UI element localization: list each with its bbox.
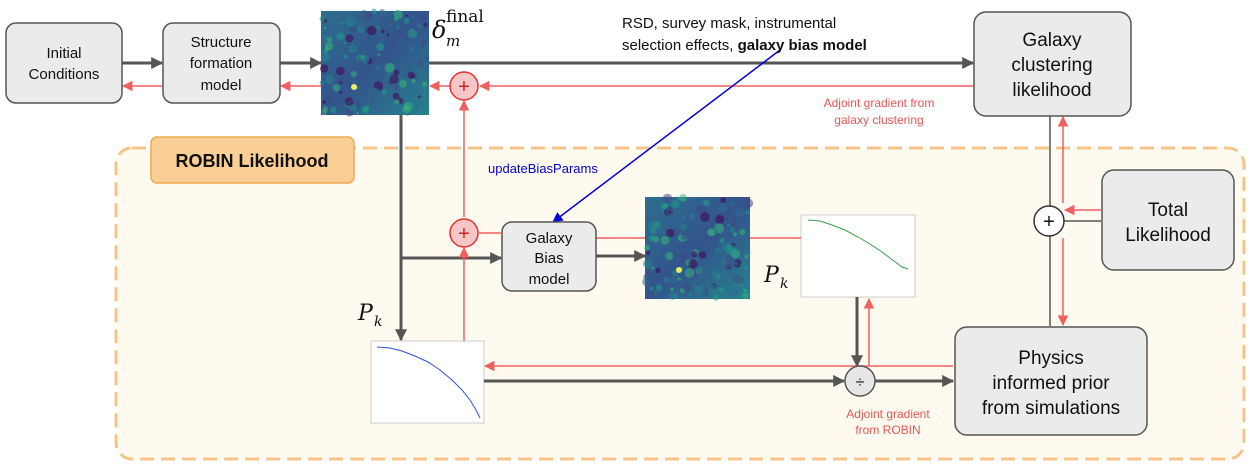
svg-text:k: k — [374, 314, 382, 330]
svg-text:P: P — [357, 301, 374, 326]
svg-text:+: + — [458, 223, 470, 245]
pk-label-right: P k — [763, 263, 788, 292]
initial-conditions-box: Initial Conditions — [5, 22, 123, 104]
update-bias-params-label: updateBiasParams — [488, 161, 598, 176]
svg-text:+: + — [458, 76, 470, 98]
svg-text:k: k — [780, 276, 788, 292]
svg-text:÷: ÷ — [856, 374, 865, 391]
divide-operator: ÷ — [844, 365, 876, 397]
adjoint-robin-line-1: Adjoint gradient — [846, 407, 930, 421]
svg-text:P: P — [763, 263, 780, 288]
plus-operator-middle: + — [449, 218, 479, 248]
adjoint-robin-line-2: from ROBIN — [855, 423, 920, 437]
physics-prior-line-1: Physics — [1018, 348, 1083, 369]
robin-label: ROBIN Likelihood — [176, 151, 329, 171]
matter-power-spectrum-plot — [370, 340, 485, 424]
robin-label-box — [150, 136, 355, 184]
total-likelihood-line-1: Total — [1148, 200, 1188, 221]
rsd-annotation-line-1: RSD, survey mask, instrumental — [622, 15, 836, 32]
adjoint-gc-line-2: galaxy clustering — [834, 113, 923, 127]
pk-label-left: P k — [357, 301, 382, 330]
initial-conditions-line-2: Conditions — [29, 66, 100, 83]
initial-conditions-line-1: Initial — [46, 45, 81, 62]
svg-text:final: final — [446, 7, 484, 27]
galaxy-bias-line-3: model — [529, 271, 570, 288]
galaxy-power-spectrum-plot — [800, 214, 916, 298]
total-likelihood-box: Total Likelihood — [1101, 169, 1235, 271]
svg-text:δ: δ — [432, 16, 446, 44]
galaxy-clustering-line-3: likelihood — [1012, 80, 1091, 101]
total-likelihood-line-2: Likelihood — [1125, 225, 1211, 246]
galaxy-clustering-line-1: Galaxy — [1022, 30, 1082, 51]
physics-prior-line-2: informed prior — [992, 373, 1110, 394]
delta-final-label: δ m final — [432, 7, 484, 50]
final-density-field-image — [319, 8, 430, 117]
structure-formation-line-1: Structure — [191, 34, 252, 51]
physics-prior-line-3: from simulations — [982, 398, 1120, 419]
structure-formation-line-2: formation — [190, 55, 253, 72]
galaxy-bias-line-2: Bias — [534, 250, 563, 267]
structure-formation-box: Structure formation model — [162, 22, 281, 104]
svg-text:m: m — [446, 32, 460, 50]
physics-prior-box: Physics informed prior from simulations — [954, 326, 1148, 436]
adjoint-gc-line-1: Adjoint gradient from — [824, 96, 935, 110]
rsd-annotation-line-2: selection effects, galaxy bias model — [622, 37, 867, 54]
galaxy-field-image — [642, 193, 754, 301]
plus-operator-likelihood: + — [1033, 205, 1065, 237]
plus-operator-top: + — [449, 71, 479, 101]
svg-text:+: + — [1043, 211, 1055, 233]
galaxy-clustering-line-2: clustering — [1011, 55, 1092, 76]
galaxy-bias-model-box: Galaxy Bias model — [501, 221, 597, 292]
structure-formation-line-3: model — [201, 77, 242, 94]
galaxy-bias-line-1: Galaxy — [526, 230, 573, 247]
galaxy-clustering-likelihood-box: Galaxy clustering likelihood — [973, 11, 1132, 117]
